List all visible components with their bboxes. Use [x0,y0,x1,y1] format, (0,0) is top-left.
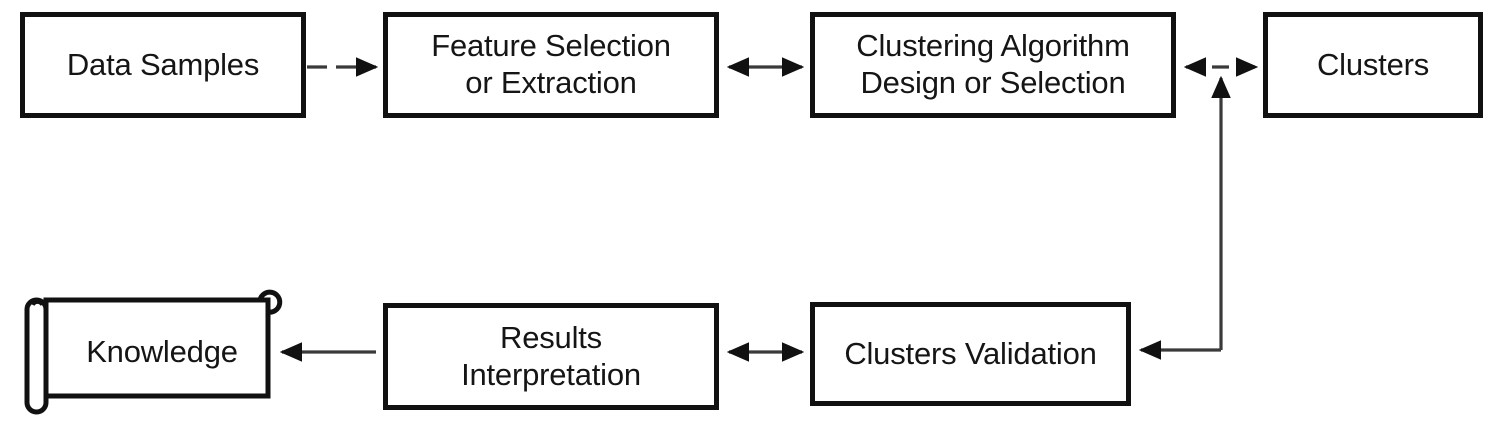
node-knowledge[interactable]: Knowledge [20,288,283,416]
node-clustering-algorithm-label: Clustering Algorithm Design or Selection [856,28,1130,100]
node-data-samples-label: Data Samples [66,46,260,82]
edge-validation-to-algorithm [1138,75,1231,360]
node-clusters-label: Clusters [1316,46,1430,82]
node-results-interpretation-label: Results Interpretation [461,319,641,392]
node-clustering-algorithm[interactable]: Clustering Algorithm Design or Selection [810,12,1176,118]
scroll-shape-icon [24,289,283,415]
node-clusters-validation-label: Clusters Validation [844,335,1097,371]
node-feature-selection[interactable]: Feature Selection or Extraction [383,12,719,118]
node-results-interpretation[interactable]: Results Interpretation [383,303,719,410]
node-clusters-validation[interactable]: Clusters Validation [810,302,1131,406]
node-clusters[interactable]: Clusters [1263,12,1483,118]
node-knowledge-label: Knowledge [86,334,238,369]
node-data-samples[interactable]: Data Samples [20,12,306,118]
node-feature-selection-label: Feature Selection or Extraction [431,28,671,100]
